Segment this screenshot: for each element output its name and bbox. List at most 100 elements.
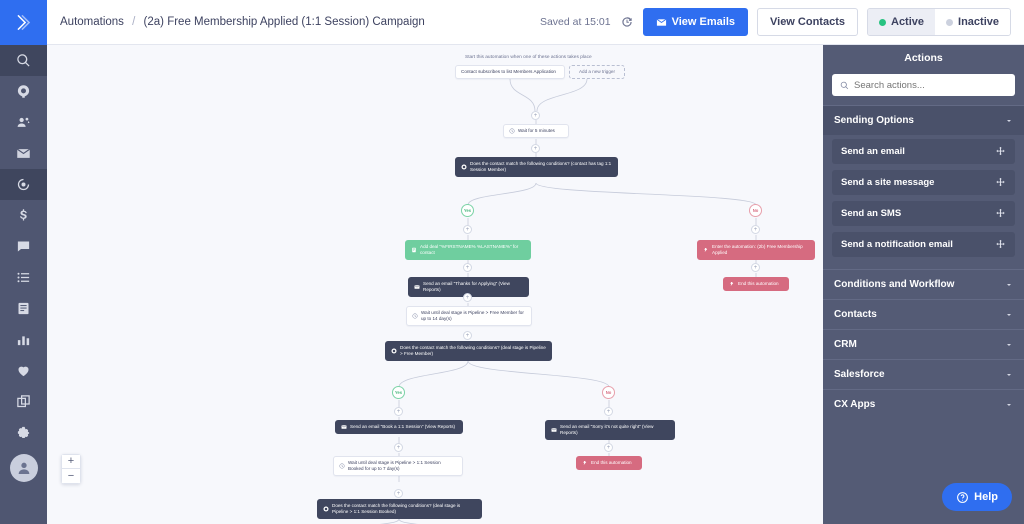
add-step-plus-6[interactable]: + [751,263,760,272]
nav-contacts-icon[interactable] [0,107,47,138]
action-send-an-email-label: Send an email [841,146,905,157]
goto-icon [703,247,709,253]
zoom-out-button[interactable]: − [61,469,81,484]
end-node-2-label: End this automation [591,460,632,465]
add-step-plus-2[interactable]: + [531,144,540,153]
add-step-plus-3[interactable]: + [463,225,472,234]
automation-canvas[interactable]: Start this automation when one of these … [47,45,823,524]
chevron-down-icon [1007,313,1011,316]
add-new-trigger-node[interactable]: Add a new trigger [569,65,625,80]
nav-settings-gear-icon[interactable] [0,417,47,448]
drag-move-icon [996,146,1005,156]
nav-campaigns-mail-icon[interactable] [0,138,47,169]
nav-pages-copy-icon[interactable] [0,386,47,417]
left-nav-rail [0,0,47,524]
group-label-cx-apps: CX Apps [834,399,876,410]
end-node-2[interactable]: End this automation [576,456,642,471]
group-header-conditions-and-workflow[interactable]: Conditions and Workflow [823,269,1024,299]
help-button[interactable]: Help [942,483,1012,511]
actions-search-box[interactable] [832,74,1015,96]
group-header-cx-apps[interactable]: CX Apps [823,389,1024,419]
search-icon [840,81,849,89]
view-contacts-button[interactable]: View Contacts [757,8,858,36]
action-send-a-notification-email[interactable]: Send a notification email [832,232,1015,257]
toggle-inactive[interactable]: Inactive [935,9,1010,35]
deal-node-add-deal[interactable]: Add deal "%FIRSTNAME% %LASTNAME%" for co… [405,240,531,261]
add-step-plus-1[interactable]: + [531,111,540,120]
view-contacts-label: View Contacts [770,16,845,28]
email-node-thanks-for-applying[interactable]: Send an email "Thanks for Applying" (Vie… [408,277,529,298]
canvas-start-label: Start this automation when one of these … [465,55,592,60]
active-inactive-toggle: Active Inactive [867,8,1011,36]
add-step-plus-13[interactable]: + [394,489,403,498]
add-step-plus-7[interactable]: + [463,293,472,302]
wait-node-session-booked-stage[interactable]: Wait until deal stage is Pipeline > 1:1 … [333,456,463,477]
action-send-an-sms[interactable]: Send an SMS [832,201,1015,226]
branch-badge-yes-1: Yes [461,204,474,217]
trigger-node-subscribe[interactable]: Contact subscribes to list Members Appli… [455,65,565,80]
action-send-a-site-message[interactable]: Send a site message [832,170,1015,195]
add-step-plus-11[interactable]: + [394,443,403,452]
app-logo[interactable] [0,0,47,45]
envelope-icon [551,427,557,433]
email-node-not-quite-right-label: Send an email "Sorry it's not quite righ… [560,424,654,436]
zoom-in-button[interactable]: + [61,454,81,469]
envelope-icon [414,284,420,290]
condition-node-tag-member-label: Does the contact match the following con… [470,161,612,173]
toggle-active-label: Active [891,16,925,28]
add-step-plus-10[interactable]: + [604,407,613,416]
nav-heart-icon[interactable] [0,355,47,386]
group-header-sending-options[interactable]: Sending Options [823,105,1024,135]
wait-node-5-minutes[interactable]: Wait for 5 minutes [503,124,569,139]
group-header-contacts[interactable]: Contacts [823,299,1024,329]
condition-node-session-booked[interactable]: Does the contact match the following con… [317,499,482,520]
group-label-contacts: Contacts [834,309,877,320]
trigger-node-subscribe-label: Contact subscribes to list Members Appli… [461,69,556,74]
email-node-book-session[interactable]: Send an email "Book a 1:1 Session" (View… [335,420,463,435]
nav-automations-icon[interactable] [0,169,47,200]
nav-deals-icon[interactable] [0,76,47,107]
add-step-plus-9[interactable]: + [394,407,403,416]
toggle-active[interactable]: Active [868,9,936,35]
history-clock-icon[interactable] [620,15,634,29]
breadcrumb: Automations / (2a) Free Membership Appli… [60,16,425,28]
add-step-plus-8[interactable]: + [463,331,472,340]
end-node-1[interactable]: End this automation [723,277,789,292]
wait-node-free-member-stage[interactable]: Wait until deal stage is Pipeline > Free… [406,306,532,327]
canvas-zoom-controls: + − [61,454,81,484]
goto-node-enter-automation-label: Enter the automation: (2b) Free Membersh… [712,244,803,256]
email-node-not-quite-right[interactable]: Send an email "Sorry it's not quite righ… [545,420,675,441]
user-avatar-icon[interactable] [9,454,38,482]
goto-node-enter-automation[interactable]: Enter the automation: (2b) Free Membersh… [697,240,815,261]
nav-reports-chart-icon[interactable] [0,324,47,355]
add-step-plus-4[interactable]: + [751,225,760,234]
group-label-salesforce: Salesforce [834,369,885,380]
add-step-plus-12[interactable]: + [604,443,613,452]
view-emails-button[interactable]: View Emails [642,8,748,36]
condition-node-tag-member[interactable]: Does the contact match the following con… [455,157,618,178]
deal-node-add-deal-label: Add deal "%FIRSTNAME% %LASTNAME%" for co… [420,244,519,256]
header-actions: Saved at 15:01 View Emails View Contacts… [540,8,1011,36]
actions-panel: Actions Sending Options Send an email Se… [823,45,1024,524]
search-actions-input[interactable] [854,79,1007,91]
nav-search-icon[interactable] [0,45,47,76]
nav-forms-icon[interactable] [0,293,47,324]
chevron-down-icon [1007,343,1011,346]
clock-icon [339,463,345,469]
condition-node-free-member-stage[interactable]: Does the contact match the following con… [385,341,552,362]
action-send-a-notification-email-label: Send a notification email [841,239,953,250]
question-circle-icon [957,491,969,503]
nav-ecommerce-dollar-icon[interactable] [0,200,47,231]
condition-icon [391,348,397,354]
add-step-plus-5[interactable]: + [463,263,472,272]
action-send-an-sms-label: Send an SMS [841,208,902,219]
breadcrumb-automations-link[interactable]: Automations [60,16,124,28]
nav-conversations-icon[interactable] [0,231,47,262]
toggle-inactive-label: Inactive [958,16,999,28]
group-header-crm[interactable]: CRM [823,329,1024,359]
group-header-salesforce[interactable]: Salesforce [823,359,1024,389]
action-send-an-email[interactable]: Send an email [832,139,1015,164]
nav-lists-icon[interactable] [0,262,47,293]
envelope-icon [341,424,347,430]
